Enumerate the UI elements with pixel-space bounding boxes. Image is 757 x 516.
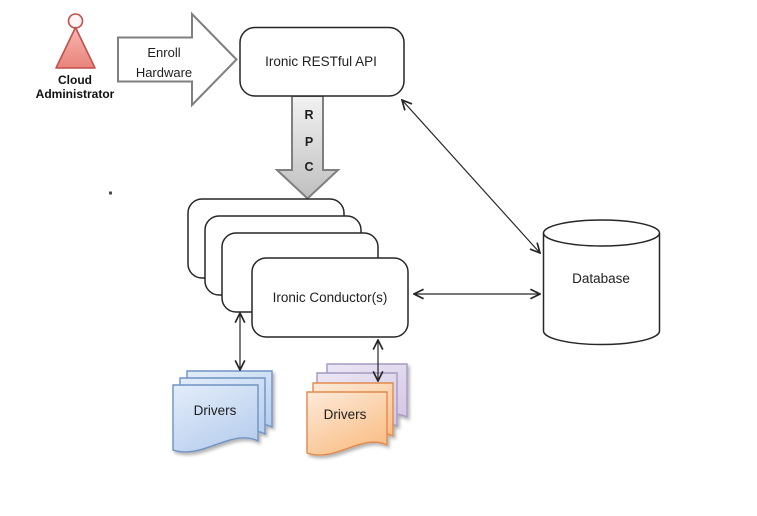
rpc-letter-p: P	[305, 135, 313, 149]
conductor-stack: Ironic Conductor(s)	[187, 198, 409, 338]
database-label: Database	[572, 271, 630, 286]
connectors	[240, 100, 540, 381]
database-cylinder: Database	[542, 219, 661, 346]
rpc-letter-c: C	[304, 160, 313, 174]
conductor-card-front	[251, 257, 409, 338]
drivers-orange-label: Drivers	[324, 407, 367, 422]
admin-head	[67, 13, 84, 29]
rpc-arrow: R P C	[274, 95, 341, 200]
driver-doc-blue-front	[172, 384, 259, 453]
admin-label-line1: Cloud	[58, 73, 92, 87]
driver-doc-orange-front	[306, 391, 388, 456]
enroll-arrow-shape	[117, 11, 238, 108]
drivers-stack-orange: Drivers	[306, 363, 408, 456]
drivers-stack-blue: Drivers	[172, 370, 273, 453]
api-label: Ironic RESTful API	[265, 54, 377, 69]
admin-label-line2: Administrator	[36, 87, 115, 101]
enroll-label-line1: Enroll	[147, 45, 180, 60]
cloud-administrator: Cloud Administrator	[36, 13, 115, 101]
arrow-api-database	[402, 100, 540, 253]
database-top	[542, 219, 661, 247]
database-body	[542, 233, 661, 346]
drivers-blue-label: Drivers	[194, 403, 237, 418]
enroll-label-line2: Hardware	[136, 65, 192, 80]
conductors-label: Ironic Conductor(s)	[273, 290, 388, 305]
admin-body	[55, 26, 96, 69]
stray-dot	[109, 191, 112, 195]
rpc-arrow-shape	[274, 95, 341, 200]
rpc-letter-r: R	[304, 108, 313, 122]
enroll-hardware-arrow: Enroll Hardware	[117, 11, 238, 108]
api-box-shape	[239, 26, 405, 97]
ironic-restful-api-box: Ironic RESTful API	[239, 26, 405, 97]
